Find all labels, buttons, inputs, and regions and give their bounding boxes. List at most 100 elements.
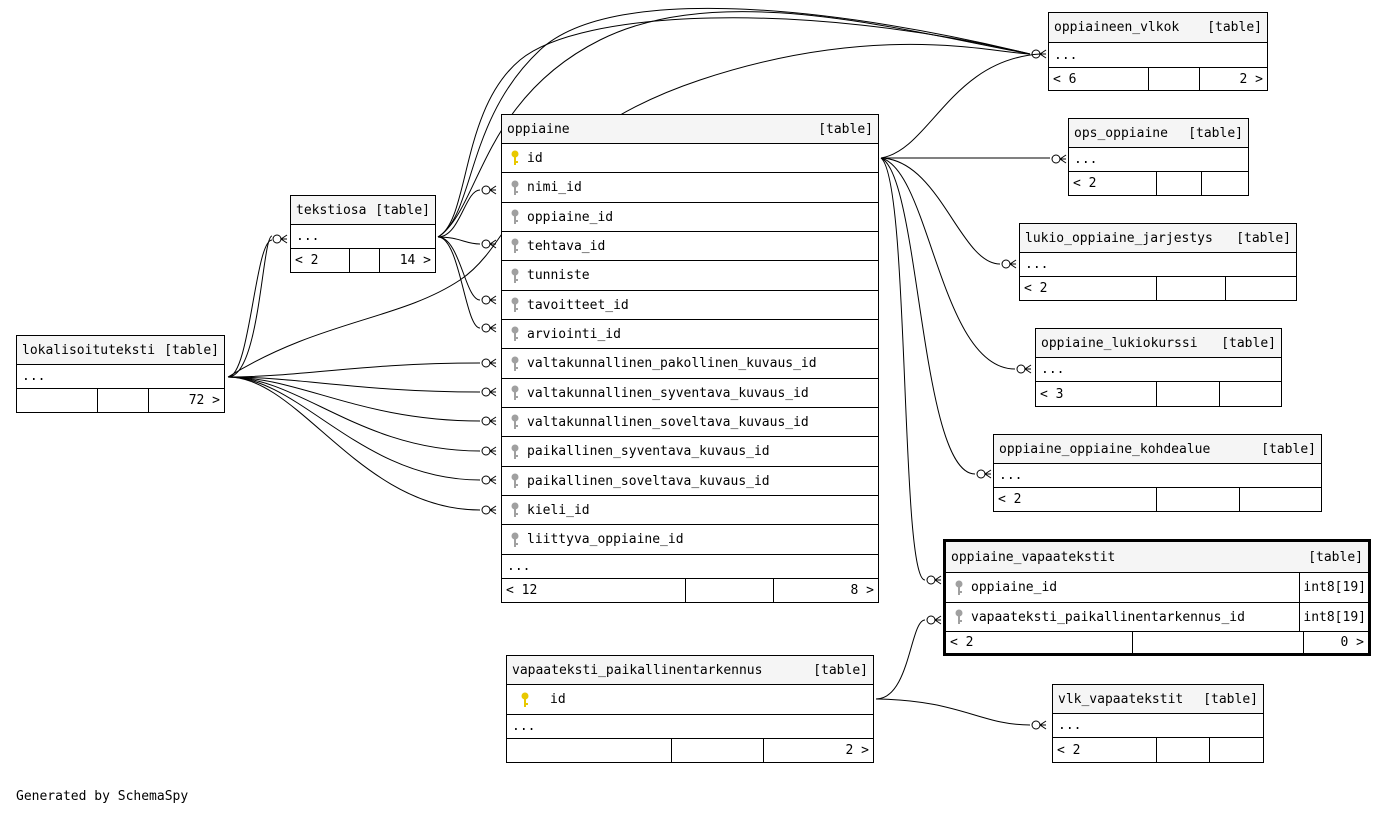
column-type: int8[19] [1299,603,1368,631]
edge [875,698,1031,726]
table-tag: [table] [813,662,868,678]
column-row[interactable]: valtakunnallinen_soveltava_kuvaus_id [502,408,878,437]
edge-end [272,234,288,244]
table-name: oppiaine [507,121,570,137]
footer-children[interactable] [1226,277,1296,300]
edge-end [1031,720,1047,730]
column-row[interactable]: valtakunnallinen_syventava_kuvaus_id [502,379,878,408]
foreign-key-icon [507,268,523,284]
footer-rows [1157,488,1240,511]
column-row[interactable]: oppiaine_id [502,203,878,232]
column-row[interactable]: tehtava_id [502,232,878,261]
foreign-key-icon [507,385,523,401]
edge-end [481,475,497,485]
edge [880,157,1001,265]
column-row[interactable]: liittyva_oppiaine_id [502,525,878,555]
table-oppiaine-vapaatekstit[interactable]: oppiaine_vapaatekstit[table] oppiaine_id… [943,539,1371,656]
foreign-key-icon [507,414,523,430]
edge [437,236,481,245]
footer-children[interactable]: 8 > [850,583,874,598]
table-name: vlk_vapaatekstit [1058,691,1184,707]
foreign-key-icon [507,180,523,196]
column-row[interactable]: valtakunnallinen_pakollinen_kuvaus_id [502,349,878,379]
edge [227,235,273,378]
table-vapaateksti-paikallinentarkennus[interactable]: vapaateksti_paikallinentarkennus[table] … [506,655,874,763]
footer-children[interactable] [1210,738,1263,762]
footer-rows [1157,738,1210,762]
more-columns: ... [994,464,1321,488]
column-row[interactable]: tunniste [502,261,878,291]
footer-parents[interactable]: < 2 [946,632,1133,653]
footer-children[interactable]: 14 > [399,253,431,268]
footer-parents[interactable]: < 2 [1020,277,1157,300]
footer-parents[interactable]: < 2 [291,249,350,272]
column-row[interactable]: paikallinen_syventava_kuvaus_id [502,437,878,467]
edge-end [1016,364,1032,374]
footer-rows [1157,277,1226,300]
footer-children[interactable]: 72 > [188,393,220,408]
column-row[interactable]: nimi_id [502,173,878,203]
footer-parents[interactable]: < 2 [1069,172,1157,195]
column-row[interactable]: tavoitteet_id [502,291,878,320]
footer-parents[interactable] [507,739,672,762]
table-lukio-oppiaine-jarjestys[interactable]: lukio_oppiaine_jarjestys[table] ... < 2 [1019,223,1297,301]
column-row[interactable]: arviointi_id [502,320,878,349]
table-name: oppiaineen_vlkok [1054,20,1180,35]
table-tekstiosa[interactable]: tekstiosa[table] ... < 2 14 > [290,195,436,273]
table-name: lukio_oppiaine_jarjestys [1025,230,1213,246]
table-name: lokalisoituteksti [22,342,156,358]
table-oppiaineen-vlkok[interactable]: oppiaineen_vlkok [table] ... < 6 2 > [1048,12,1268,91]
column-row[interactable]: vapaateksti_paikallinentarkennus_id int8… [946,603,1368,632]
table-tag: [table] [1207,20,1262,35]
edge-end [481,387,497,397]
column-name: tunniste [527,268,590,283]
footer-children[interactable]: 2 > [845,743,869,758]
column-row[interactable]: paikallinen_soveltava_kuvaus_id [502,467,878,496]
footer-children[interactable] [1240,488,1321,511]
table-vlk-vapaatekstit[interactable]: vlk_vapaatekstit [table] ... < 2 [1052,684,1264,763]
more-columns: ... [17,365,224,389]
more-columns: ... [1049,43,1267,68]
footer-parents[interactable] [17,389,98,412]
footer-rows [672,739,764,762]
table-tag: [table] [818,121,873,137]
footer-children[interactable]: 0 > [1340,635,1364,650]
edge-end [976,469,992,479]
table-oppiaine-lukiokurssi[interactable]: oppiaine_lukiokurssi[table] ... < 3 [1035,328,1282,407]
footer-parents[interactable]: < 6 [1049,68,1149,90]
foreign-key-icon [507,238,523,254]
table-lokalisoituteksti[interactable]: lokalisoituteksti[table] ... 72 > [16,335,225,413]
more-columns: ... [1053,714,1263,738]
column-name: valtakunnallinen_soveltava_kuvaus_id [527,414,809,430]
footer-parents[interactable]: < 3 [1036,382,1157,406]
foreign-key-icon [507,502,523,518]
column-row[interactable]: id [507,685,873,715]
column-row[interactable]: oppiaine_id int8[19] [946,573,1368,603]
footer-parents[interactable]: < 12 [502,579,686,602]
edge [437,7,1031,238]
edge [437,189,481,238]
edge [880,157,1016,370]
foreign-key-icon [507,444,523,460]
footer-children[interactable]: 2 > [1239,71,1263,87]
edge [227,376,481,452]
column-name: liittyva_oppiaine_id [527,532,684,547]
more-columns: ... [1036,358,1281,382]
column-name: vapaateksti_paikallinentarkennus_id [971,609,1245,625]
edge [437,236,481,329]
column-name: valtakunnallinen_pakollinen_kuvaus_id [527,356,817,371]
footer-children[interactable] [1202,172,1248,195]
foreign-key-icon [951,580,967,596]
column-row[interactable]: id [502,144,878,173]
column-name: nimi_id [527,180,582,195]
column-row[interactable]: kieli_id [502,496,878,525]
foreign-key-icon [507,326,523,342]
footer-children[interactable] [1220,382,1281,406]
footer-parents[interactable]: < 2 [1053,738,1157,762]
table-oppiaine-oppiaine-kohdealue[interactable]: oppiaine_oppiaine_kohdealue[table] ... <… [993,434,1322,512]
table-ops-oppiaine[interactable]: ops_oppiaine[table] ... < 2 [1068,118,1249,196]
column-name: id [550,692,566,707]
footer-parents[interactable]: < 2 [994,488,1157,511]
table-tag: [table] [1203,691,1258,707]
